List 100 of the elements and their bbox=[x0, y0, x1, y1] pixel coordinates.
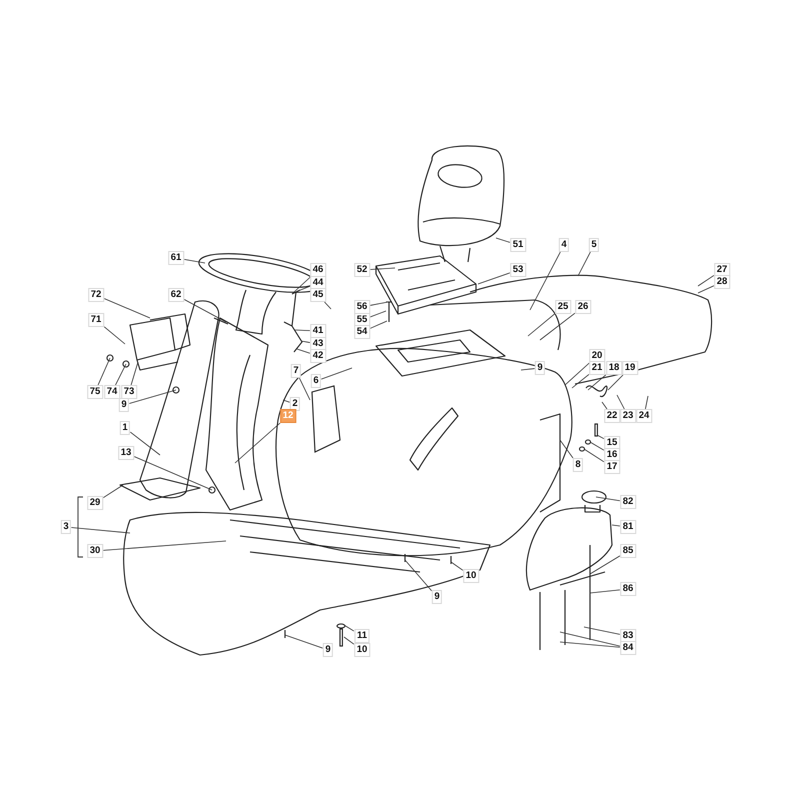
callout-number: 9 bbox=[534, 361, 546, 375]
leader-line bbox=[612, 524, 620, 526]
leader-line bbox=[590, 589, 620, 594]
callout-number: 22 bbox=[604, 409, 620, 423]
leader-line bbox=[234, 422, 280, 464]
leader-line bbox=[344, 636, 354, 645]
callout-number: 73 bbox=[121, 385, 137, 399]
leader-line bbox=[370, 268, 396, 270]
callout-number: 24 bbox=[636, 409, 652, 423]
leader-line bbox=[284, 634, 324, 649]
callout-number: 61 bbox=[168, 251, 184, 265]
leader-line bbox=[616, 394, 625, 410]
leader-line bbox=[590, 442, 604, 451]
washer bbox=[578, 446, 586, 452]
leader-line bbox=[560, 642, 620, 648]
leader-line bbox=[602, 402, 608, 410]
leader-line bbox=[564, 362, 590, 386]
leader-line bbox=[584, 448, 604, 462]
callout-number: 53 bbox=[510, 263, 526, 277]
callout-number: 19 bbox=[622, 361, 638, 375]
callout-number: 6 bbox=[310, 374, 322, 388]
leader-line bbox=[450, 562, 464, 571]
callout-number: 9 bbox=[118, 398, 130, 412]
leader-line bbox=[370, 310, 386, 318]
leader-line bbox=[578, 252, 591, 276]
callout-number: 26 bbox=[575, 300, 591, 314]
leader-line bbox=[530, 252, 561, 310]
bolt bbox=[594, 423, 598, 437]
leader-line bbox=[300, 340, 310, 343]
callout-number: 74 bbox=[104, 385, 120, 399]
leader-line bbox=[115, 364, 126, 386]
leader-line bbox=[104, 326, 126, 344]
leader-line bbox=[104, 298, 150, 318]
lever bbox=[283, 289, 303, 353]
callout-number: 85 bbox=[620, 544, 636, 558]
leader-line bbox=[98, 358, 110, 386]
leader-line bbox=[370, 302, 388, 306]
callout-number: 46 bbox=[310, 263, 326, 277]
bolt bbox=[339, 628, 343, 647]
leader-line bbox=[294, 330, 310, 332]
callout-number: 45 bbox=[310, 288, 326, 302]
callout-number: 7 bbox=[290, 364, 302, 378]
callout-number: 3 bbox=[60, 520, 72, 534]
callout-number: 23 bbox=[620, 409, 636, 423]
leader-line bbox=[298, 286, 310, 292]
leader-line bbox=[298, 378, 310, 400]
callout-number: 81 bbox=[620, 520, 636, 534]
leader-line bbox=[478, 272, 510, 284]
leader-line bbox=[496, 238, 510, 243]
callout-number: 25 bbox=[555, 300, 571, 314]
leader-line bbox=[520, 368, 536, 370]
callout-number: 21 bbox=[589, 361, 605, 375]
leader-line bbox=[134, 456, 212, 490]
callout-number: 9 bbox=[322, 643, 334, 657]
leader-line bbox=[572, 374, 590, 388]
leader-line bbox=[404, 560, 432, 592]
callout-number: 10 bbox=[354, 643, 370, 657]
callout-number: 41 bbox=[310, 324, 326, 338]
callout-number: 56 bbox=[354, 300, 370, 314]
callout-number: 54 bbox=[354, 325, 370, 339]
leader-line bbox=[608, 374, 624, 390]
leader-line bbox=[324, 302, 332, 310]
leader-line bbox=[102, 484, 124, 498]
leader-line bbox=[282, 400, 290, 403]
leader-line bbox=[590, 556, 620, 574]
callout-number: 17 bbox=[604, 460, 620, 474]
seat-box-lid bbox=[311, 385, 341, 453]
washer bbox=[336, 623, 346, 629]
callout-number: 4 bbox=[558, 238, 570, 252]
leader-line bbox=[296, 348, 310, 354]
callout-number: 71 bbox=[88, 313, 104, 327]
callout-number: 5 bbox=[588, 238, 600, 252]
leader-line bbox=[698, 285, 714, 294]
leader-line bbox=[184, 298, 226, 322]
leader-line bbox=[370, 320, 388, 329]
callout-number: 42 bbox=[310, 349, 326, 363]
leader-line bbox=[320, 368, 352, 380]
callout-number: 28 bbox=[714, 275, 730, 289]
callout-number: 84 bbox=[620, 641, 636, 655]
leader-line bbox=[584, 626, 620, 635]
callout-number: 12 bbox=[280, 409, 296, 423]
leader-line bbox=[528, 313, 556, 336]
callout-number: 29 bbox=[87, 496, 103, 510]
leader-line bbox=[588, 374, 606, 390]
callout-number: 1 bbox=[120, 421, 130, 435]
callout-number: 18 bbox=[606, 361, 622, 375]
leader-line bbox=[130, 362, 138, 386]
callout-number: 13 bbox=[118, 446, 134, 460]
leader-line bbox=[645, 396, 648, 410]
leader-line bbox=[698, 275, 714, 286]
leader-line bbox=[560, 440, 574, 458]
leader-line bbox=[130, 432, 160, 456]
leader-line bbox=[184, 259, 206, 264]
leader-line bbox=[70, 527, 130, 534]
leader-line bbox=[596, 434, 604, 440]
leader-line bbox=[596, 496, 620, 502]
callout-number: 11 bbox=[354, 629, 370, 643]
callout-number: 86 bbox=[620, 582, 636, 596]
callout-number: 2 bbox=[290, 397, 300, 411]
callout-number: 9 bbox=[432, 590, 442, 604]
